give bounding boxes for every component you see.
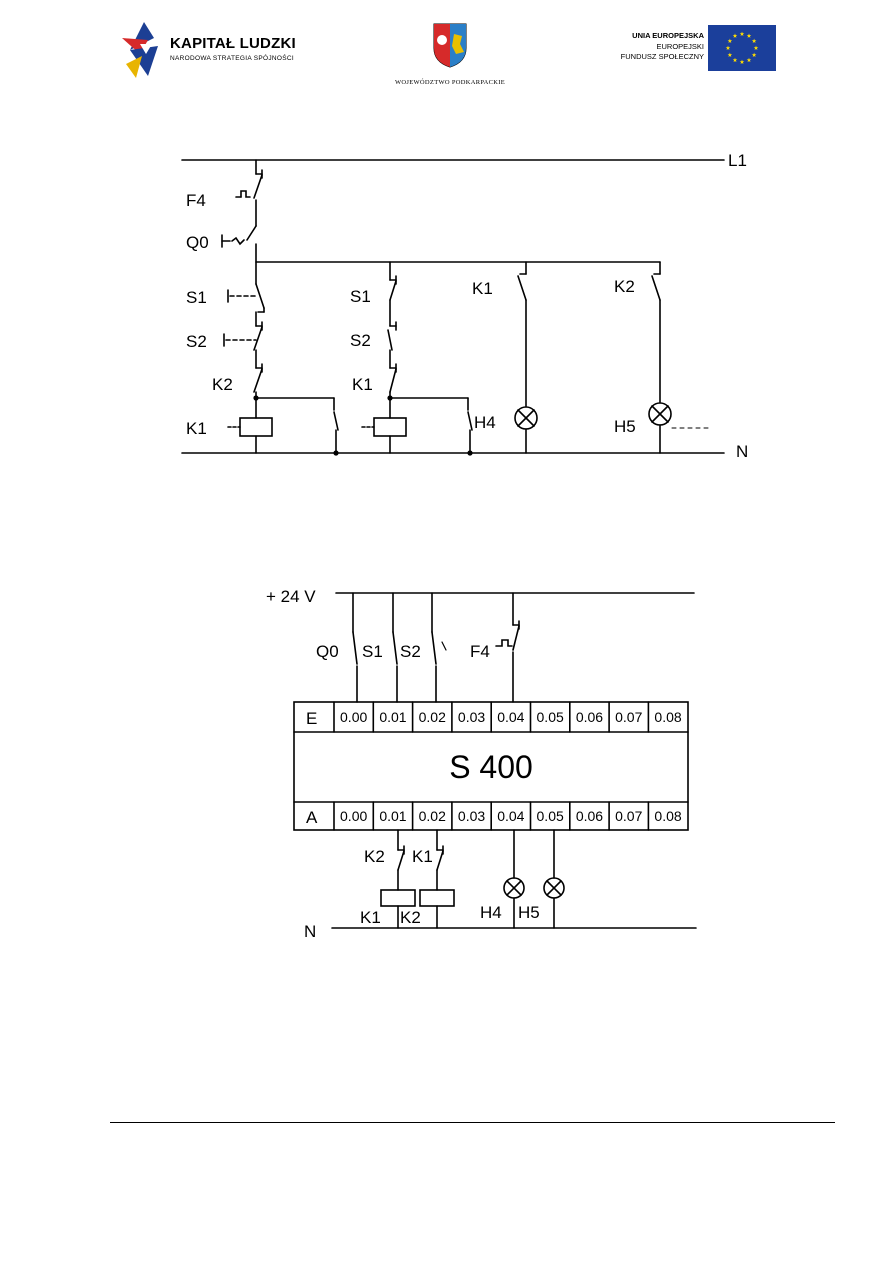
output-address-cell: 0.05 <box>537 808 564 824</box>
input-address-cell: 0.05 <box>537 709 564 725</box>
kapital-ludzki-logo: KAPITAŁ LUDZKI NARODOWA STRATEGIA SPÓJNO… <box>118 20 318 80</box>
kapital-ludzki-subtitle: NARODOWA STRATEGIA SPÓJNOŚCI <box>170 55 294 62</box>
n-label: N <box>736 442 748 461</box>
plc-name: S 400 <box>449 749 533 785</box>
ue-line-3: FUNDUSZ SPOŁECZNY <box>620 52 704 61</box>
eu-star-icon <box>727 38 733 43</box>
l1-label: L1 <box>728 151 747 170</box>
eu-star-icon <box>739 59 745 64</box>
k2-output-label: K2 <box>364 847 385 866</box>
eu-star-icon <box>751 52 757 57</box>
h5-lamp <box>648 402 672 426</box>
ue-line-1: UNIA EUROPEJSKA <box>632 31 704 40</box>
kapital-ludzki-star-icon <box>122 22 158 78</box>
input-address-cell: 0.00 <box>340 709 367 725</box>
wojewodztwo-subtitle: WOJEWÓDZTWO PODKARPACKIE <box>394 79 506 86</box>
plc-wiring-diagram: + 24 V N Q0 S1 S2 F4 E A K2 K1 K1 K2 H4 … <box>266 587 697 941</box>
n-plc-label: N <box>304 922 316 941</box>
h4-output-label: H4 <box>480 903 502 922</box>
h5-label: H5 <box>614 417 636 436</box>
ue-line-2: EUROPEJSKI <box>656 42 704 51</box>
k1-coil <box>239 417 273 437</box>
h4-label: H4 <box>474 413 496 432</box>
f4-contact <box>235 169 263 199</box>
k2-output-coil <box>419 889 455 907</box>
q0-label: Q0 <box>186 233 209 252</box>
kapital-ludzki-title: KAPITAŁ LUDZKI <box>170 35 296 52</box>
f4-input-contact <box>512 625 520 651</box>
s2-mid-label: S2 <box>350 331 371 350</box>
s2-input-label: S2 <box>400 642 421 661</box>
output-address-cell: 0.04 <box>497 808 524 824</box>
k2-output-contact <box>397 850 405 871</box>
s1-left-contact <box>227 283 265 309</box>
input-address-cell: 0.04 <box>497 709 524 725</box>
s1-left-label: S1 <box>186 288 207 307</box>
eu-flag-icon <box>708 25 776 71</box>
h5-output-lamp <box>543 877 565 899</box>
k1-output-label: K1 <box>412 847 433 866</box>
eu-star-icon <box>751 38 757 43</box>
output-address-cell: 0.00 <box>340 808 367 824</box>
h4-lamp <box>514 406 538 430</box>
output-address-cell: 0.02 <box>419 808 446 824</box>
k1-coil-label: K1 <box>186 419 207 438</box>
eu-star-icon <box>727 52 733 57</box>
s1-input-contact <box>392 631 398 665</box>
s2-mid-contact <box>387 329 393 351</box>
coat-of-arms-icon <box>433 23 467 68</box>
input-address-cell: 0.01 <box>379 709 406 725</box>
q0-input-label: Q0 <box>316 642 339 661</box>
q0-contact <box>221 225 257 248</box>
k1-right-label: K1 <box>472 279 493 298</box>
k1-mid-label: K1 <box>352 375 373 394</box>
output-address-cell: 0.06 <box>576 808 603 824</box>
k2-right-label: K2 <box>614 277 635 296</box>
wojewodztwo-logo: WOJEWÓDZTWO PODKARPACKIE <box>380 22 520 92</box>
eu-star-icon <box>732 33 738 38</box>
s1-input-label: S1 <box>362 642 383 661</box>
s1-mid-contact <box>389 280 397 301</box>
s1-mid-label: S1 <box>350 287 371 306</box>
k2-left-label: K2 <box>212 375 233 394</box>
output-address-cell: 0.01 <box>379 808 406 824</box>
s2-input-contact <box>431 631 437 665</box>
k1-output-contact <box>436 850 444 871</box>
unia-europejska-logo: UNIA EUROPEJSKA EUROPEJSKI FUNDUSZ SPOŁE… <box>600 22 780 76</box>
eu-star-icon <box>732 57 738 63</box>
eu-star-icon <box>746 33 752 38</box>
input-address-cell: 0.08 <box>654 709 681 725</box>
k2-left-contact <box>253 363 263 393</box>
h4-output-lamp <box>503 877 525 899</box>
k2-right-contact <box>651 275 661 301</box>
eu-star-icon <box>753 45 759 50</box>
footer-rule <box>110 1122 835 1123</box>
eu-star-icon <box>739 31 745 36</box>
f4-label: F4 <box>186 191 206 210</box>
q0-input-contact <box>352 631 358 665</box>
eu-star-icon <box>746 57 752 63</box>
relay-circuit-diagram: L1 N F4 Q0 S1 S2 K2 K1 S1 S2 K1 H4 K1 K2… <box>181 151 748 461</box>
input-address-cell: 0.06 <box>576 709 603 725</box>
h5-output-label: H5 <box>518 903 540 922</box>
output-address-cell: 0.08 <box>654 808 681 824</box>
k2-coil-output-label: K2 <box>400 908 421 927</box>
input-address-cell: 0.03 <box>458 709 485 725</box>
k1-output-coil <box>380 889 416 907</box>
row-e-label: E <box>306 709 317 728</box>
input-address-cell: 0.07 <box>615 709 642 725</box>
f4-input-label: F4 <box>470 642 490 661</box>
s2-left-contact <box>223 321 263 351</box>
row-a-label: A <box>306 808 318 827</box>
output-address-cell: 0.07 <box>615 808 642 824</box>
k1-mid-contact <box>389 368 397 393</box>
k1-coil-output-label: K1 <box>360 908 381 927</box>
k1-right-contact <box>517 275 527 301</box>
output-address-cell: 0.03 <box>458 808 485 824</box>
supply-label: + 24 V <box>266 587 316 606</box>
input-address-cell: 0.02 <box>419 709 446 725</box>
s2-left-label: S2 <box>186 332 207 351</box>
eu-star-icon <box>725 45 731 50</box>
k2-coil <box>373 417 407 437</box>
